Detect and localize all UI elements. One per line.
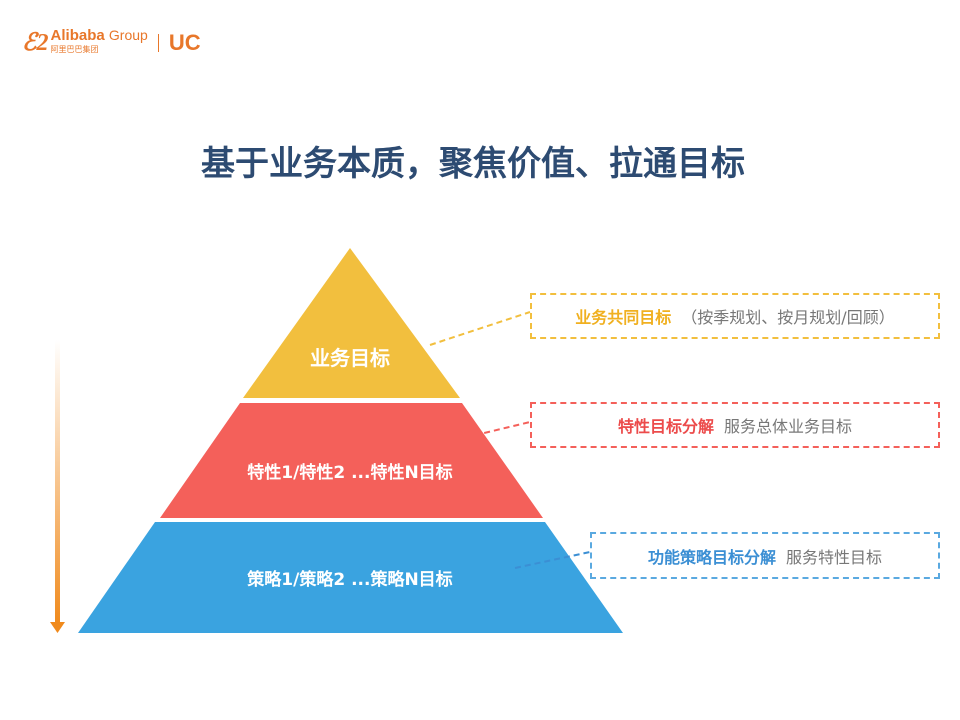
- callout-desc: 服务特性目标: [786, 547, 883, 567]
- callout-key: 特性目标分解: [617, 417, 714, 436]
- logo-brand: Alibaba: [50, 27, 105, 44]
- pyramid-tier-bottom: [78, 522, 623, 633]
- callout-desc: （按季规划、按月规划/回顾）: [681, 308, 895, 327]
- connector-line-top: [429, 311, 531, 346]
- connector-line-middle: [454, 421, 531, 441]
- callout-strategy-goal: 功能策略目标分解服务特性目标: [590, 532, 940, 579]
- tier-label-bottom: 策略1/策略2 ...策略N目标: [247, 570, 453, 590]
- logo-product: UC: [168, 29, 201, 55]
- connector-line-bottom: [514, 551, 591, 569]
- downward-arrow-shaft: [55, 340, 60, 625]
- logo-divider: [157, 33, 159, 52]
- pyramid-tier-middle: [160, 403, 543, 518]
- tier-label-middle: 特性1/特性2 ...特性N目标: [247, 463, 453, 483]
- pyramid-tier-top: [243, 248, 460, 398]
- callout-key: 功能策略目标分解: [647, 547, 776, 567]
- callout-business-goal: 业务共同目标 （按季规划、按月规划/回顾）: [530, 293, 940, 339]
- callout-desc: 服务总体业务目标: [724, 417, 853, 436]
- slide-title: 基于业务本质，聚焦价值、拉通目标: [201, 144, 745, 184]
- callout-feature-goal: 特性目标分解服务总体业务目标: [530, 402, 940, 448]
- logo-cn: 阿里巴巴集团: [50, 45, 99, 54]
- alibaba-logo-icon: ℰ2: [22, 30, 49, 56]
- arrow-down-icon: [50, 622, 65, 633]
- callout-key: 业务共同目标: [575, 308, 672, 327]
- alibaba-uc-logo: ℰ2 Alibaba Group 阿里巴巴集团 UC: [22, 28, 201, 57]
- logo-group: Group: [108, 27, 148, 43]
- tier-label-top: 业务目标: [310, 346, 390, 370]
